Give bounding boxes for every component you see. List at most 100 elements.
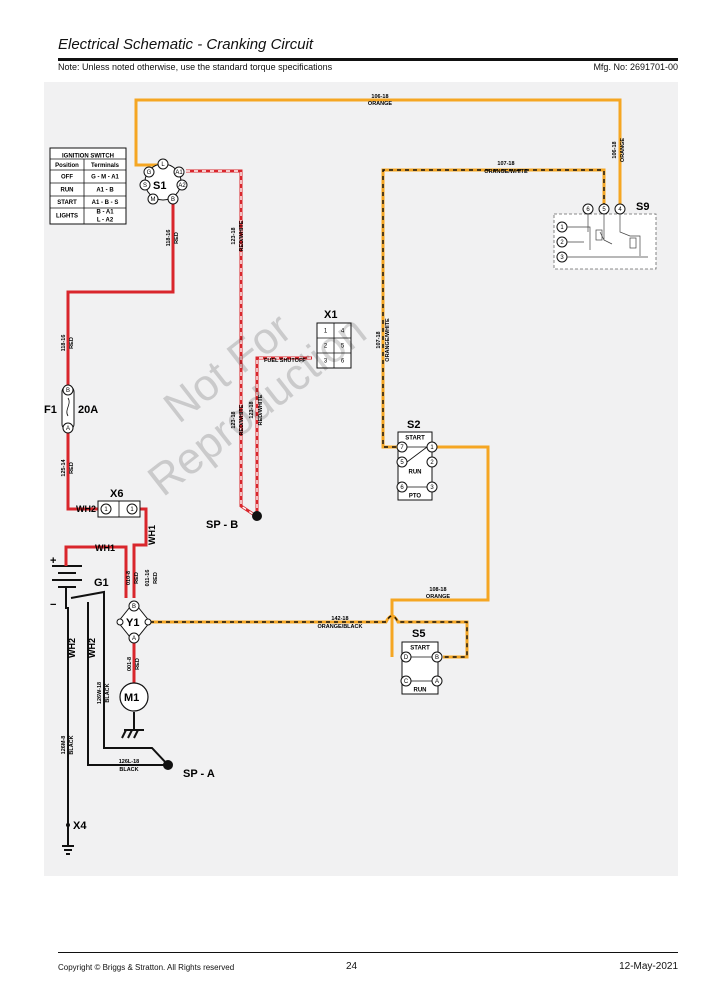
y1-pin-a: A — [132, 636, 136, 642]
s2-pin: 1 — [430, 445, 434, 451]
ignition-row-term: L - A2 — [97, 218, 114, 224]
wire-108 — [390, 445, 490, 657]
wire-label: WH2 — [76, 504, 96, 514]
wire-label: 010-8 — [126, 571, 132, 585]
wire-label: 123-18 — [231, 411, 237, 428]
wire-label: WH2 — [67, 638, 77, 658]
x1-pin: 4 — [341, 329, 345, 335]
g1-label: G1 — [94, 577, 109, 589]
wire-label: 123-18 — [249, 401, 255, 418]
wire-label: ORANGE/WHITE — [484, 169, 528, 175]
m1-starter-motor[interactable]: M1 — [119, 682, 149, 712]
f1-label: F1 — [44, 404, 57, 416]
wire-label: 108-18 — [429, 587, 446, 593]
ignition-row-term: B - A1 — [96, 210, 114, 216]
mfg-number: Mfg. No: 2691701-00 — [593, 62, 678, 72]
wire-wh1 — [132, 507, 148, 598]
wire-label: 125-14 — [61, 459, 67, 477]
s2-run-label: RUN — [409, 470, 422, 476]
wire-label: ORANGE/WHITE — [385, 318, 391, 362]
wire-label: ORANGE — [620, 138, 626, 162]
s2-pto-label: PTO — [409, 494, 422, 500]
ignition-row-pos: OFF — [61, 175, 73, 181]
wire-label: RED/WHITE — [239, 220, 245, 251]
wire-126m — [65, 598, 69, 822]
s2-label: S2 — [407, 419, 420, 431]
s1-label: S1 — [153, 180, 166, 192]
wire-label: ORANGE/BLACK — [318, 624, 363, 630]
page-title: Electrical Schematic - Cranking Circuit — [58, 36, 314, 53]
wire-label: WH1 — [147, 525, 157, 545]
wire-label: RED — [135, 658, 141, 670]
wire-label: 106-18 — [371, 94, 388, 100]
s9-pin-1: 1 — [560, 225, 564, 231]
ignition-row-pos: RUN — [61, 188, 74, 194]
s9-switch[interactable]: 6 5 4 1 2 3 S9 — [553, 201, 657, 270]
s9-pin-6: 6 — [586, 207, 590, 213]
s1-pin-l: L — [161, 162, 165, 168]
wire-label: WH1 — [95, 543, 115, 553]
ignition-col-terminals: Terminals — [91, 163, 120, 169]
m1-ground-icon — [121, 729, 144, 739]
spa-label: SP - A — [183, 768, 215, 780]
wire-label: 126M-8 — [61, 736, 67, 755]
header-rule — [58, 58, 678, 61]
x4-point — [66, 823, 70, 827]
x6-label: X6 — [110, 488, 123, 500]
s2-pin: 5 — [400, 460, 404, 466]
s2-pin: 3 — [430, 485, 434, 491]
x6-connector[interactable]: 1 1 X6 — [97, 488, 141, 518]
ignition-row-term: G - M - A1 — [91, 175, 119, 181]
wire-label: 107-18 — [376, 331, 382, 348]
s1-pin-s: S — [143, 183, 147, 189]
wire-label: RED — [134, 572, 140, 584]
s1-pin-b: B — [171, 197, 175, 203]
f1-pin-a: A — [66, 426, 70, 432]
x1-pin: 1 — [324, 329, 328, 335]
wire-118 — [66, 204, 175, 385]
header-note: Note: Unless noted otherwise, use the st… — [58, 62, 333, 72]
s9-pin-3: 3 — [560, 255, 564, 261]
wire-label: RED/WHITE — [258, 394, 264, 425]
s2-pin: 7 — [400, 445, 404, 451]
s2-switch[interactable]: START RUN PTO 7 1 5 2 6 3 S2 — [396, 419, 438, 501]
x1-pin: 5 — [341, 344, 345, 350]
wire-label: RED — [69, 462, 75, 474]
y1-pin-b: B — [132, 604, 136, 610]
s5-start-label: START — [410, 646, 430, 652]
g1-minus-label: − — [50, 599, 56, 611]
wire-label: RED/WHITE — [239, 404, 245, 435]
s5-switch[interactable]: START RUN D B C A S5 — [400, 628, 443, 695]
wire-label: BLACK — [119, 767, 138, 773]
wire-label: 001-8 — [127, 657, 133, 671]
f1-pin-b: B — [66, 388, 70, 394]
s2-pin: 6 — [400, 485, 404, 491]
f1-fuse[interactable]: B A F1 20A — [44, 384, 98, 434]
wire-label: ORANGE — [368, 101, 392, 107]
ignition-row-pos: START — [57, 200, 77, 206]
s5-pin-b: B — [435, 655, 439, 661]
y1-solenoid[interactable]: B A Y1 — [116, 600, 152, 644]
x1-pin: 3 — [324, 359, 328, 365]
m1-label: M1 — [124, 692, 139, 704]
ignition-switch-table: IGNITION SWITCH Position Terminals OFF G… — [49, 147, 127, 225]
s1-ignition-switch[interactable]: L G A1 S A2 M B S1 — [139, 158, 188, 205]
s9-pin-5: 5 — [602, 207, 606, 213]
s1-pin-g: G — [147, 170, 152, 176]
g1-battery[interactable]: + − G1 — [50, 547, 109, 611]
footer-date: 12-May-2021 — [619, 961, 678, 972]
wire-107 — [381, 168, 606, 449]
spb-label: SP - B — [206, 519, 238, 531]
s5-pin-d: D — [404, 655, 409, 661]
wire-label: BLACK — [105, 683, 111, 702]
wire-label: WH2 — [87, 638, 97, 658]
wire-label: 142-18 — [331, 616, 348, 622]
ignition-row-term: A1 - B — [96, 188, 114, 194]
f1-rating: 20A — [78, 404, 98, 416]
s2-pin: 2 — [430, 460, 434, 466]
wire-label: BLACK — [69, 735, 75, 754]
x1-connector[interactable]: 1 4 2 5 3 6 X1 — [316, 309, 352, 369]
s5-label: S5 — [412, 628, 425, 640]
s9-label: S9 — [636, 201, 649, 213]
